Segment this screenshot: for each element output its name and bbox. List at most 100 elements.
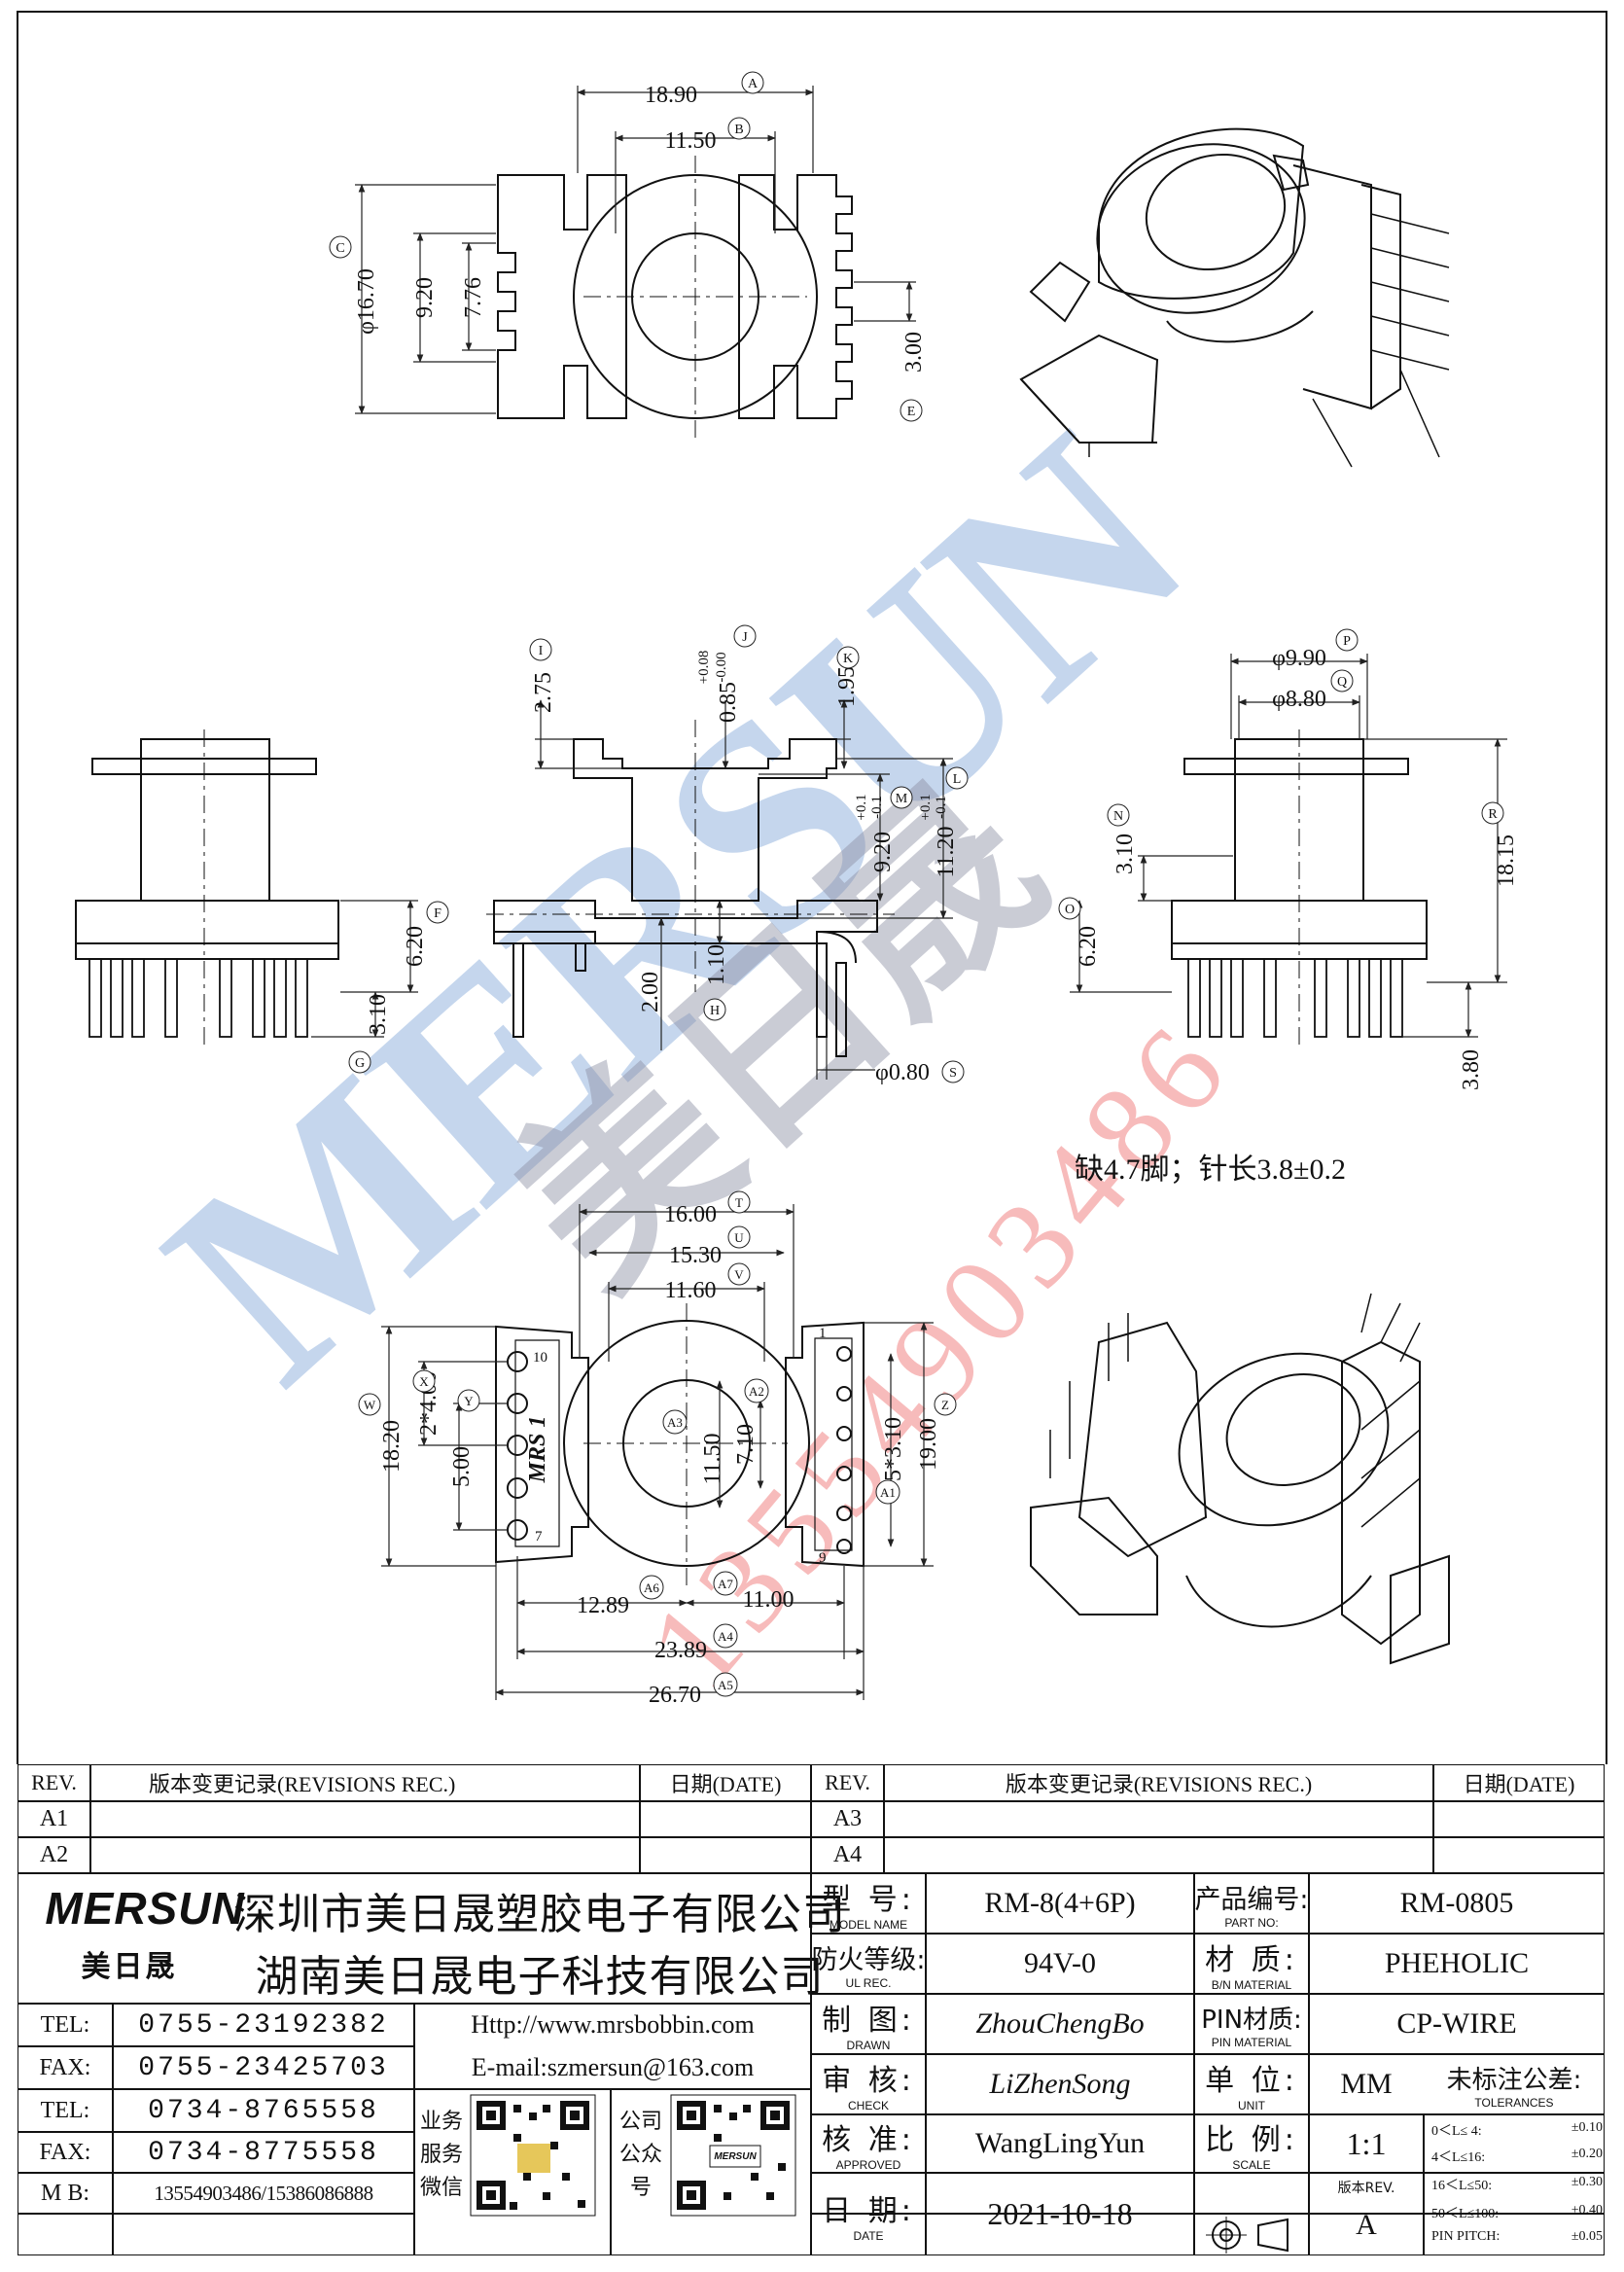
marker-a6: A6	[644, 1580, 659, 1595]
top-view-markers: A B C E	[329, 71, 923, 422]
contact-label-tel-2: TEL:	[40, 2097, 90, 2123]
label-material-cn: 材 质:	[1205, 1943, 1298, 1977]
label-ul: 防火等级: UL REC.	[811, 1934, 926, 1994]
marker-a3: A3	[667, 1415, 683, 1430]
label-date: 日 期: DATE	[811, 2173, 926, 2255]
marker-w: W	[364, 1398, 376, 1412]
contact-value-tel-1: 0755-23192382	[138, 2009, 389, 2041]
tol-9-20-minus: -0.1	[869, 796, 885, 819]
marker-h: H	[710, 1004, 720, 1018]
dim-11-60: 11.60	[664, 1278, 716, 1303]
technical-drawing: MERSUN 美日晟 13554903486 18.90 11.5	[17, 11, 1607, 1764]
label-part-cn: 产品编号:	[1194, 1884, 1309, 1915]
iso-view-bottom	[1030, 1293, 1450, 1665]
marker-a: A	[748, 77, 759, 91]
dim-3-10-left: 3.10	[366, 994, 391, 1035]
dim-7-76: 7.76	[461, 277, 486, 318]
dim-12-89: 12.89	[577, 1593, 629, 1618]
dim-dia-16-70: φ16.70	[354, 268, 379, 335]
dim-3-10-right: 3.10	[1112, 834, 1138, 874]
company-logo-cn: 美日晟	[81, 1950, 178, 1984]
label-approved: 核 准: APPROVED	[811, 2114, 926, 2173]
dim-26-70: 26.70	[649, 1683, 701, 1708]
tolerance-value: ±0.05	[1571, 2229, 1603, 2244]
label-ul-en: UL REC.	[845, 1975, 892, 1990]
title-block-grid	[18, 1764, 1605, 2255]
marker-y: Y	[464, 1394, 474, 1408]
tol-11-20-minus: -0.1	[934, 796, 949, 819]
top-view-dims	[355, 86, 916, 414]
dim-18-15: 18.15	[1494, 834, 1519, 887]
marker-g: G	[355, 1056, 365, 1071]
label-date-en: DATE	[853, 2228, 884, 2243]
contact-label-fax-1: FAX:	[39, 2054, 91, 2080]
email-link[interactable]: E-mail:szmersun@163.com	[471, 2053, 755, 2081]
label-scale-en: SCALE	[1232, 2158, 1271, 2172]
label-unit: 单 位: UNIT	[1194, 2054, 1309, 2114]
value-scale: 1:1	[1346, 2125, 1387, 2161]
watermark: MERSUN 美日晟 13554903486	[109, 374, 1259, 1715]
top-view-labels: 18.90 11.50 φ16.70 9.20 7.76 3.00	[354, 83, 927, 373]
qr-label-business-3: 微信	[419, 2176, 463, 2200]
tolerance-value: ±0.10	[1571, 2120, 1603, 2135]
tolerance-row: PIN PITCH: ±0.05	[1431, 2229, 1603, 2245]
pin-note: 缺4.7脚；针长3.8±0.2	[1075, 1154, 1346, 1186]
marker-v: V	[734, 1267, 744, 1282]
value-unit: MM	[1340, 2068, 1393, 2100]
marker-p: P	[1343, 634, 1351, 649]
company-name-hunan: 湖南美日晟电子科技有限公司	[255, 1952, 825, 2002]
dim-9-20: 9.20	[870, 832, 896, 872]
dim-0-85: 0.85	[716, 682, 741, 723]
tolerance-range: 0＜L≤ 4:	[1431, 2124, 1482, 2139]
marker-q: Q	[1337, 675, 1347, 690]
marker-m: M	[896, 792, 908, 806]
label-part-en: PART NO:	[1224, 1915, 1279, 1930]
value-pin-material: CP-WIRE	[1396, 2007, 1517, 2040]
website-link[interactable]: Http://www.mrsbobbin.com	[471, 2010, 755, 2039]
marker-e: E	[907, 405, 916, 419]
rev-record-header-right: 版本变更记录(REVISIONS REC.)	[1005, 1772, 1313, 1796]
label-pin-material: PIN材质: PIN MATERIAL	[1194, 1994, 1309, 2054]
label-part: 产品编号: PART NO:	[1194, 1873, 1309, 1934]
bottom-view-labels: 16.00 15.30 11.60 18.20 2*4.00 5.00 11.5…	[379, 1202, 941, 1708]
dim-1-95: 1.95	[834, 666, 860, 707]
tolerance-range: PIN PITCH:	[1431, 2229, 1500, 2244]
contact-value-tel-2: 0734-8765558	[148, 2095, 379, 2126]
tol-11-20-plus: +0.1	[918, 794, 934, 820]
marker-t: T	[735, 1195, 743, 1210]
qr-brand-mark: MERSUN	[714, 2150, 757, 2162]
rev-date-header-left: 日期(DATE)	[669, 1772, 782, 1796]
value-drawn: ZhouChengBo	[975, 2007, 1145, 2040]
pin-number-10: 10	[533, 1350, 547, 1366]
pin-number-7: 7	[535, 1529, 543, 1544]
tol-9-20-plus: +0.1	[854, 794, 869, 820]
dim-7-10: 7.10	[733, 1424, 759, 1465]
tolerance-value: ±0.30	[1571, 2175, 1603, 2189]
company-name-shenzhen: 深圳市美日晟塑胶电子有限公司	[233, 1890, 846, 1939]
rev-row-a1: A1	[39, 1806, 69, 1831]
value-material: PHEHOLIC	[1384, 1947, 1530, 1979]
dim-6-20-right: 6.20	[1076, 926, 1101, 967]
rev-header-left: REV.	[31, 1770, 77, 1794]
dim-dia-9-90: φ9.90	[1272, 646, 1326, 671]
label-date-cn: 日 期:	[822, 2193, 915, 2228]
side-view-right-labels: φ9.90 φ8.80 3.10 6.20 18.15 3.80	[1076, 646, 1519, 1090]
marker-a7: A7	[718, 1577, 733, 1591]
marker-n: N	[1113, 809, 1123, 824]
dim-11-50: 11.50	[700, 1433, 725, 1484]
iso-view-top	[1019, 127, 1450, 468]
marker-j: J	[742, 630, 748, 645]
tolerance-row: 4＜L≤16: ±0.20	[1431, 2147, 1603, 2166]
side-view-left-labels: 6.20 3.10	[366, 926, 428, 1035]
tolerance-range: 50＜L≤100:	[1431, 2207, 1500, 2221]
tolerance-value: ±0.20	[1571, 2147, 1603, 2161]
label-approved-en: APPROVED	[835, 2158, 901, 2172]
tolerance-table: 0＜L≤ 4: ±0.10 4＜L≤16: ±0.20 16＜L≤50: ±0.…	[1424, 2114, 1605, 2255]
qr-label-official-1: 公司	[618, 2110, 662, 2134]
tolerance-row: 0＜L≤ 4: ±0.10	[1431, 2120, 1603, 2140]
front-view-markers: I J K L M H S	[529, 624, 969, 1083]
company-logo: MERSUN	[45, 1883, 245, 1934]
dim-23-89: 23.89	[654, 1638, 707, 1663]
qr-label-business: 业务 服务 微信	[414, 2095, 469, 2216]
pin-number-9: 9	[819, 1550, 827, 1566]
